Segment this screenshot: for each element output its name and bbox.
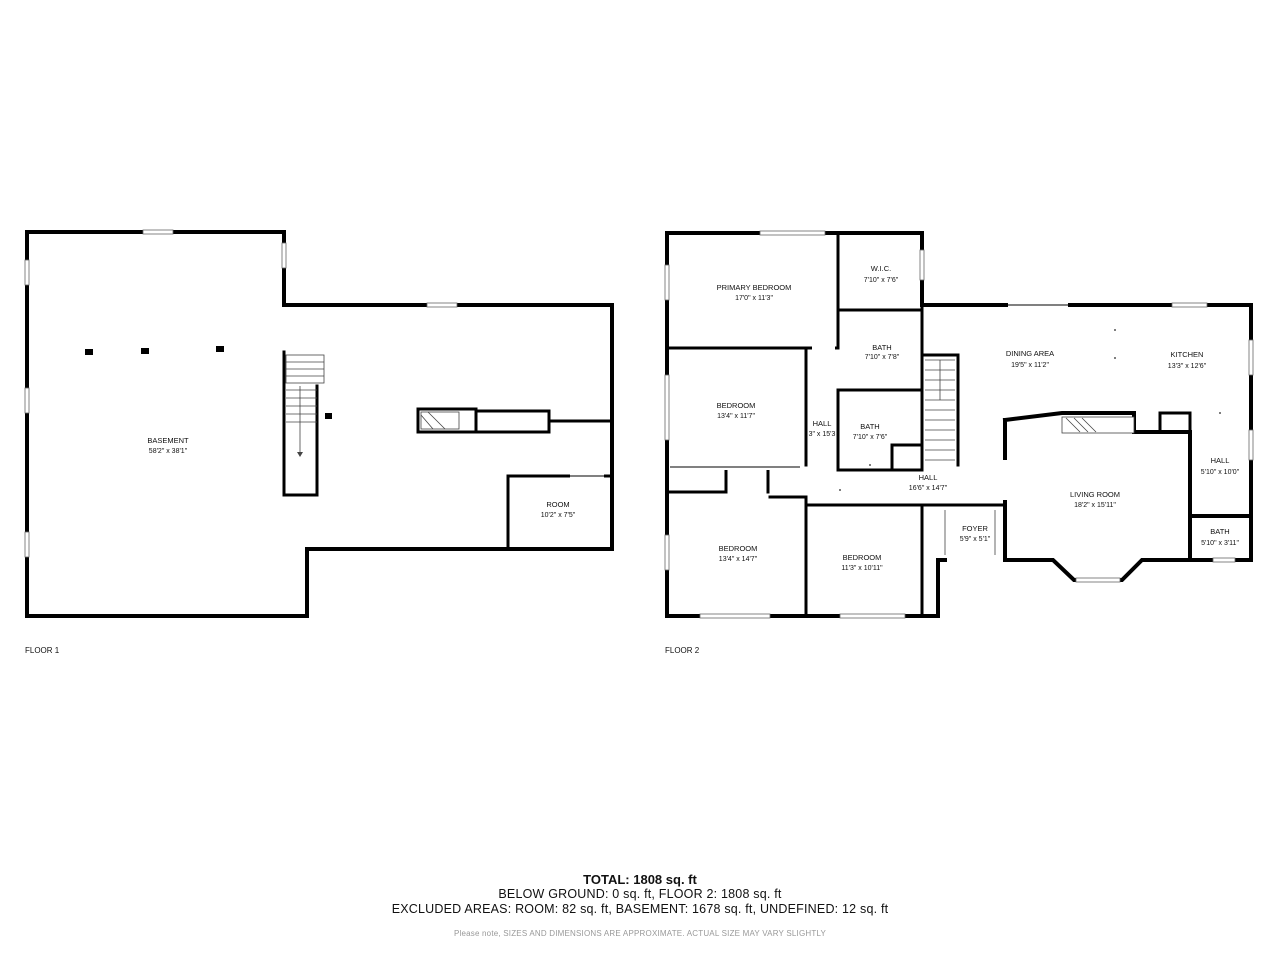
room-name-wic: W.I.C. — [871, 264, 891, 273]
window — [1171, 302, 1208, 308]
window — [839, 613, 906, 619]
room-dims-bedroom-1: 13'4" x 11'7" — [717, 413, 755, 420]
room-wall — [506, 474, 614, 551]
room-name-living-room: LIVING ROOM — [1070, 490, 1120, 499]
window — [1212, 557, 1236, 563]
window — [281, 242, 287, 269]
room-name-bath-middle: BATH — [860, 422, 879, 431]
room-dims-room: 10'2" x 7'5" — [541, 512, 576, 519]
room-dims-basement: 58'2" x 38'1" — [149, 448, 188, 455]
window — [1248, 429, 1254, 461]
floor-1-plan: BASEMENT 58'2" x 38'1" ROOM 10'2" x 7'5"… — [24, 229, 614, 655]
room-dims-living-room: 18'2" x 15'11" — [1074, 502, 1116, 509]
room-dims-dining-area: 19'5" x 11'2" — [1011, 362, 1049, 369]
window — [24, 531, 30, 558]
support-post — [216, 346, 224, 352]
living-room-wall — [1002, 411, 1192, 582]
window — [24, 259, 30, 286]
room-dims-hall-main: 16'6" x 14'7" — [909, 485, 948, 492]
excluded-areas: EXCLUDED AREAS: ROOM: 82 sq. ft, BASEMEN… — [391, 902, 889, 916]
floor-2-plan: PRIMARY BEDROOM 17'0" x 11'3" W.I.C. 7'1… — [664, 230, 1254, 655]
room-name-bedroom-1: BEDROOM — [717, 401, 756, 410]
room-name-dining-area: DINING AREA — [1006, 349, 1054, 358]
area-breakdown: BELOW GROUND: 0 sq. ft, FLOOR 2: 1808 sq… — [498, 887, 782, 901]
room-dims-wic: 7'10" x 7'6" — [864, 277, 899, 284]
basement-staircase — [282, 350, 325, 497]
room-name-hall-main: HALL — [919, 473, 938, 482]
room-dims-bedroom-2: 13'4" x 14'7" — [719, 556, 758, 563]
foyer-walls — [920, 503, 1007, 555]
disclaimer-note: Please note, SIZES AND DIMENSIONS ARE AP… — [453, 929, 827, 938]
room-name-basement: BASEMENT — [147, 436, 189, 445]
floor-label-1: FLOOR 1 — [25, 646, 60, 655]
outer-wall-west — [665, 231, 947, 618]
room-name-bath-upper: BATH — [872, 343, 891, 352]
support-post — [141, 348, 149, 354]
total-area: TOTAL: 1808 sq. ft — [583, 872, 697, 887]
room-dims-foyer: 5'9" x 5'1" — [960, 536, 991, 543]
fireplace — [1061, 416, 1135, 434]
floor-label-2: FLOOR 2 — [665, 646, 700, 655]
support-post — [325, 413, 332, 419]
basement-fireplace — [416, 407, 551, 434]
room-name-bedroom-3: BEDROOM — [843, 553, 882, 562]
floor-2-staircase — [920, 353, 960, 467]
interior-walls-west — [665, 231, 924, 618]
room-name-primary-bedroom: PRIMARY BEDROOM — [717, 283, 792, 292]
room-dims-bath-middle: 7'10" x 7'6" — [853, 434, 888, 441]
room-name-room: ROOM — [546, 500, 569, 509]
room-name-hall-narrow: HALL — [813, 419, 832, 428]
window — [919, 249, 925, 281]
room-dims-primary-bedroom: 17'0" x 11'3" — [735, 295, 773, 302]
window — [664, 534, 670, 571]
support-post — [85, 349, 93, 355]
window — [1248, 339, 1254, 376]
room-dims-bedroom-3: 11'3" x 10'11" — [841, 565, 883, 572]
window — [1075, 577, 1121, 583]
room-name-bedroom-2: BEDROOM — [719, 544, 758, 553]
window — [426, 302, 458, 308]
window — [664, 264, 670, 301]
room-dims-bath-east: 5'10" x 3'11" — [1201, 540, 1239, 547]
room-name-kitchen: KITCHEN — [1171, 350, 1204, 359]
window — [142, 229, 174, 235]
room-dims-hall-east: 5'10" x 10'0" — [1201, 469, 1240, 476]
basement-outer-wall — [25, 230, 614, 618]
window — [699, 613, 771, 619]
room-dims-kitchen: 13'3" x 12'6" — [1168, 363, 1207, 370]
room-dims-hall-narrow: 3" x 15'3 — [809, 431, 836, 438]
window — [664, 374, 670, 441]
room-dims-bath-upper: 7'10" x 7'8" — [865, 354, 900, 361]
room-name-foyer: FOYER — [962, 524, 988, 533]
room-name-hall-east: HALL — [1211, 456, 1230, 465]
room-name-bath-east: BATH — [1210, 527, 1229, 536]
window — [759, 230, 826, 236]
window — [24, 387, 30, 414]
